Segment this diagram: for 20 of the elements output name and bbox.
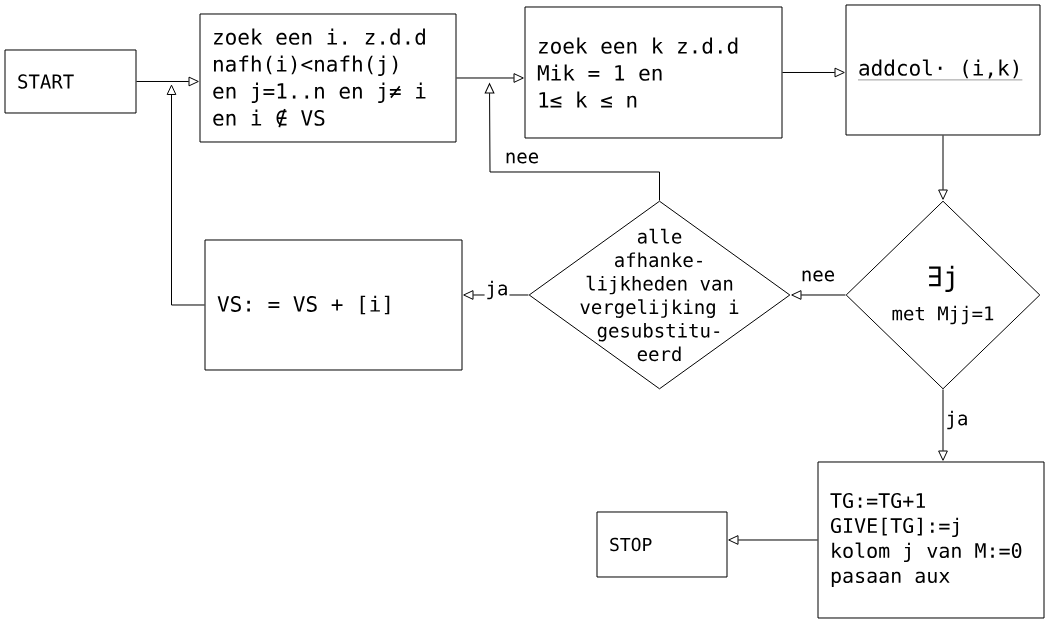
terminal-box: STOP [596, 511, 728, 578]
arrow [782, 67, 845, 78]
edge-label: ja [944, 409, 970, 431]
process-box: addcol· (i,k) [845, 4, 1041, 136]
edge-label: nee [503, 151, 541, 165]
arrow [791, 290, 846, 300]
arrow [938, 389, 948, 461]
process-box: zoek een i. z.d.d nafh(i)<nafh(j) en j=1..n en j≠ i en i ∉ VS [199, 13, 457, 143]
terminal-box: START [4, 49, 137, 114]
process-box: TG:=TG+1 GIVE[TG]:=j kolom j van M:=0 pasaan aux [817, 461, 1045, 619]
arrow [136, 76, 199, 87]
arrow [938, 135, 948, 200]
process-box: VS: = VS + [i] [204, 239, 463, 371]
process-box: zoek een k z.d.d Mik = 1 en 1≤ k ≤ n [524, 6, 783, 139]
arrow [484, 83, 660, 201]
arrow [456, 73, 524, 83]
edge-label: ja [484, 279, 510, 301]
edge-label: nee [799, 269, 837, 283]
arrow [728, 535, 818, 545]
arrow [166, 84, 205, 306]
